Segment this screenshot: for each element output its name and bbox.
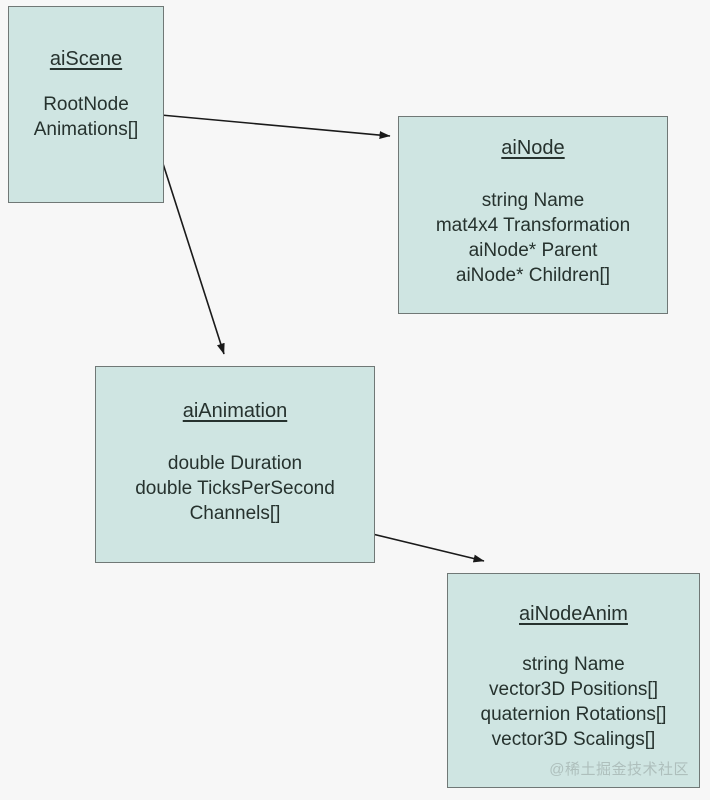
attribute-row: double Duration — [167, 453, 303, 474]
class-attributes-ainodeanim: string Name vector3D Positions[] quatern… — [481, 652, 667, 752]
attribute-row: string Name — [481, 190, 585, 211]
attribute-row: vector3D Scalings[] — [491, 729, 656, 750]
class-box-aiscene[interactable]: aiScene RootNode Animations[] — [8, 6, 164, 203]
class-attributes-aianimation: double Duration double TicksPerSecond Ch… — [135, 451, 335, 526]
class-title-ainode: aiNode — [501, 137, 565, 159]
attribute-row: aiNode* Children[] — [455, 265, 611, 286]
class-title-aiscene: aiScene — [49, 48, 123, 70]
class-title-ainodeanim: aiNodeAnim — [519, 603, 628, 625]
class-title-aianimation: aiAnimation — [182, 400, 288, 422]
attribute-row: mat4x4 Transformation — [435, 215, 631, 236]
watermark: @稀土掘金技术社区 — [549, 761, 689, 778]
attribute-row: Animations[] — [33, 119, 139, 140]
attribute-row: string Name — [522, 654, 625, 675]
class-box-aianimation[interactable]: aiAnimation double Duration double Ticks… — [95, 366, 375, 563]
attribute-row: aiNode* Parent — [468, 240, 598, 261]
class-attributes-ainode: string Name mat4x4 Transformation aiNode… — [436, 188, 630, 288]
class-attributes-aiscene: RootNode Animations[] — [34, 92, 139, 142]
class-box-ainodeanim[interactable]: aiNodeAnim string Name vector3D Position… — [447, 573, 700, 788]
attribute-row: RootNode — [43, 94, 129, 115]
edge-aiscene-to-aianimation — [157, 147, 225, 355]
attribute-row: Channels[] — [189, 503, 281, 524]
attribute-row: vector3D Positions[] — [489, 679, 658, 700]
attribute-row: quaternion Rotations[] — [480, 704, 667, 725]
edge-aiscene-to-ainode — [149, 113, 391, 140]
attribute-row: double TicksPerSecond — [135, 478, 335, 499]
class-box-ainode[interactable]: aiNode string Name mat4x4 Transformation… — [398, 116, 668, 314]
